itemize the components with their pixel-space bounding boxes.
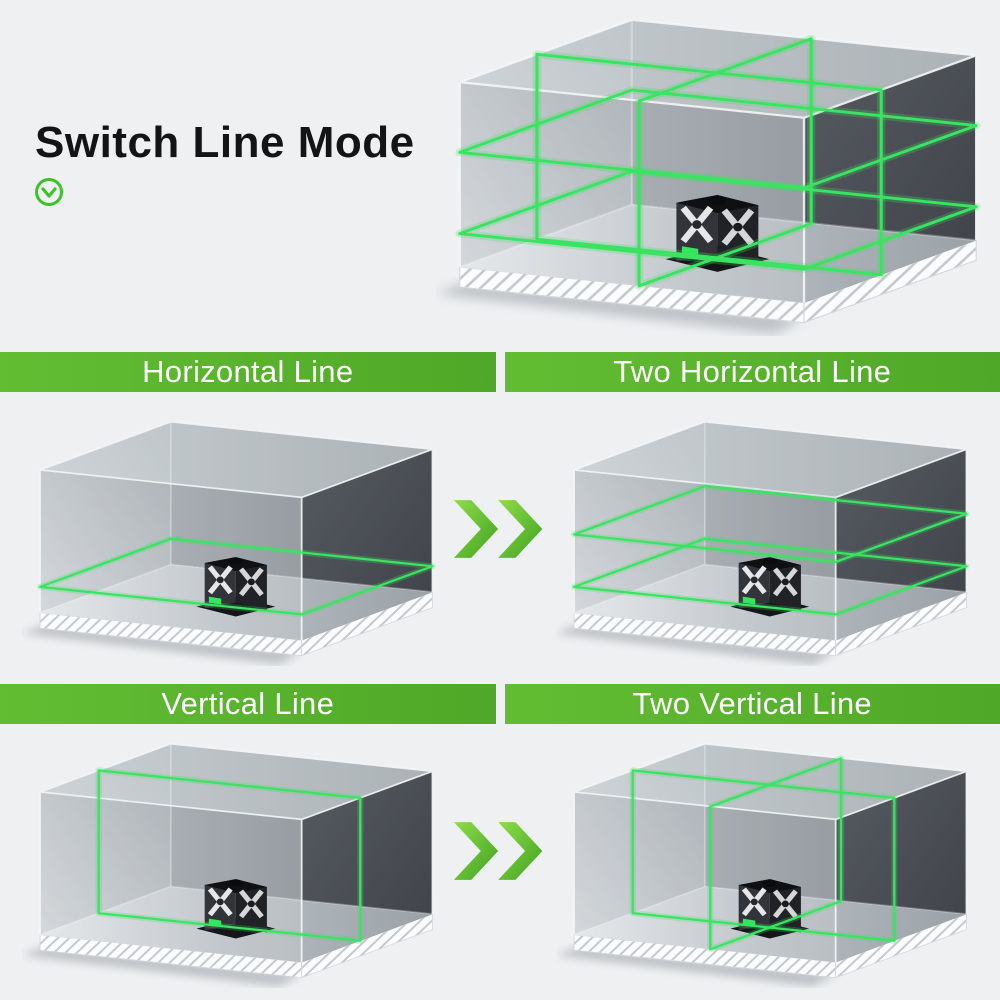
laser-room-all-lines — [436, 2, 994, 336]
laser-room-horizontal-line — [22, 408, 446, 666]
page-title: Switch Line Mode — [35, 118, 415, 167]
banner-vertical-line: Vertical Line — [0, 684, 496, 724]
laser-room-two-vertical-line — [556, 730, 980, 988]
mode-banner-row-vertical: Vertical Line Two Vertical Line — [0, 684, 1000, 724]
banner-horizontal-line-label: Horizontal Line — [142, 354, 354, 389]
banner-two-vertical-line: Two Vertical Line — [504, 684, 1000, 724]
banner-two-vertical-line-label: Two Vertical Line — [632, 686, 872, 721]
banner-horizontal-line: Horizontal Line — [0, 352, 496, 392]
mode-banner-row-horizontal: Horizontal Line Two Horizontal Line — [0, 352, 1000, 392]
laser-room-two-horizontal-line — [556, 408, 980, 666]
banner-two-horizontal-line-label: Two Horizontal Line — [613, 354, 892, 389]
banner-vertical-line-label: Vertical Line — [161, 686, 335, 721]
double-chevron-right-icon — [453, 500, 543, 558]
laser-room-vertical-line — [22, 730, 446, 988]
banner-two-horizontal-line: Two Horizontal Line — [504, 352, 1000, 392]
brand-chevron-circle-icon — [35, 178, 63, 206]
double-chevron-right-icon — [453, 822, 543, 880]
